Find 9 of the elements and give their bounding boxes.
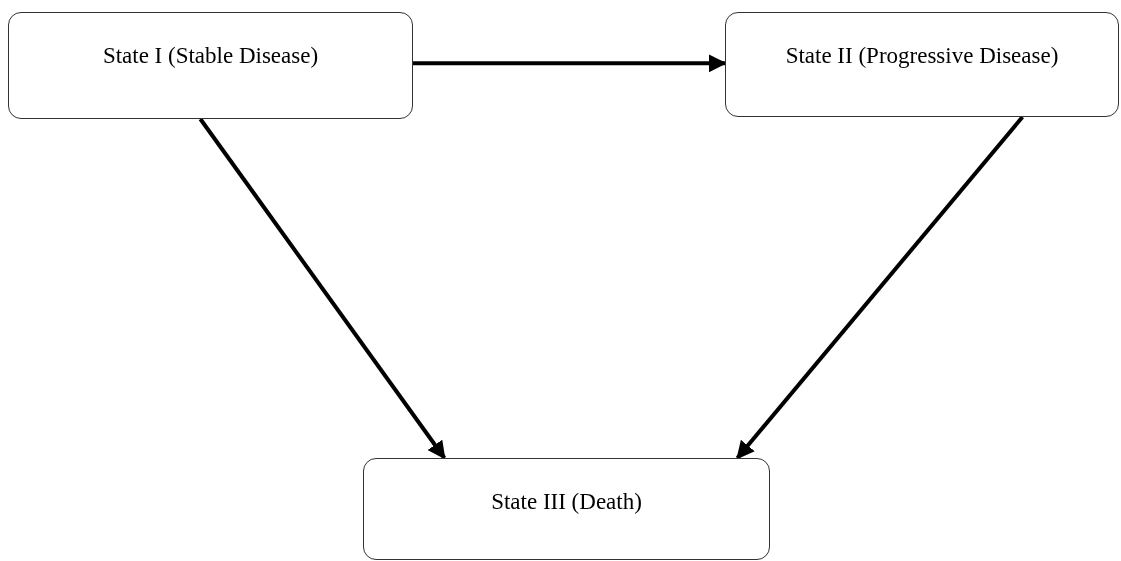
state-box [363,458,770,560]
state-label: State III (Death) [491,489,642,515]
state-label: State I (Stable Disease) [102,43,319,69]
state-label: State II (Progressive Disease) [785,43,1059,69]
state-box [8,12,413,119]
arrow [413,54,727,73]
arrow [198,117,447,460]
arrow [735,115,1024,460]
state-box [725,12,1119,117]
